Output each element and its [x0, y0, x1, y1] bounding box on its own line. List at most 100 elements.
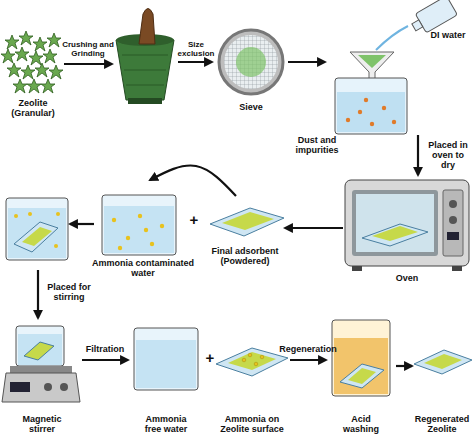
loaded-tray	[216, 348, 288, 376]
granule	[15, 47, 29, 61]
magnetic-stirrer	[2, 326, 80, 402]
ammonia-dot	[56, 212, 60, 216]
step-label: Regenerated Zeolite	[410, 414, 474, 434]
annotation-label: DI water	[424, 30, 472, 40]
ammonia-dot	[144, 228, 148, 232]
sieve-frame	[219, 30, 283, 94]
step-label: Acid washing	[338, 414, 384, 434]
beaker	[332, 320, 390, 396]
flow-arrow	[82, 359, 128, 361]
process-step: Ammonia contaminated water	[95, 180, 191, 278]
flow-arrow	[396, 365, 412, 367]
process-step: Oven	[343, 175, 471, 287]
granule	[7, 63, 21, 77]
granule	[49, 65, 63, 79]
process-step: Ammonia free water	[128, 322, 204, 440]
control-panel	[443, 190, 463, 256]
tray	[210, 208, 284, 236]
stirrer-base	[2, 373, 80, 402]
oven-tray	[362, 224, 428, 246]
stir-plate	[10, 366, 72, 373]
process-step: Dust and impurities	[325, 40, 425, 135]
process-step: Regenerated Zeolite	[412, 336, 472, 440]
tray	[340, 364, 384, 388]
step-label: Dust and impurities	[287, 135, 347, 155]
flow-arrow	[417, 135, 419, 175]
flow-arrow	[290, 359, 326, 361]
step-label: Final adsorbent (Powdered)	[205, 246, 285, 266]
ammonia-dot	[14, 214, 18, 218]
granule	[43, 49, 57, 63]
beaker-water	[18, 334, 62, 365]
impurity	[346, 118, 350, 122]
knob	[449, 216, 457, 224]
step-label: Sieve	[214, 102, 288, 112]
impurity	[370, 122, 374, 126]
plain-arrows	[38, 62, 212, 318]
mortar-bowl	[116, 40, 174, 100]
flow-arrow	[150, 165, 236, 196]
granule	[41, 79, 55, 93]
process-step: Acid washing	[326, 315, 396, 440]
adsorbent-tray	[210, 208, 284, 236]
granule	[47, 33, 61, 47]
ammonia-dot	[254, 362, 258, 366]
ammonia-dot	[28, 212, 32, 216]
powder	[22, 227, 52, 246]
powder	[222, 212, 274, 230]
tray	[14, 222, 58, 252]
tray	[414, 350, 472, 374]
flow-arrow	[70, 223, 94, 225]
step-label: Ammonia contaminated water	[92, 258, 194, 278]
granule	[35, 63, 49, 77]
washing-setup	[335, 0, 457, 134]
zeolite-granules	[1, 31, 63, 93]
beaker-water	[337, 92, 405, 132]
powder	[424, 354, 462, 369]
process-step: Ammonia on Zeolite surface	[214, 330, 290, 440]
impurity	[392, 120, 396, 124]
flow-arrow	[64, 63, 112, 65]
ammonia-dot	[138, 214, 142, 218]
annotation-label: +	[186, 212, 202, 228]
granule	[29, 51, 43, 65]
flow-arrow	[285, 227, 343, 229]
display	[10, 382, 30, 392]
tray	[216, 348, 288, 376]
knob	[449, 200, 457, 208]
step-label: Ammonia on Zeolite surface	[214, 414, 290, 434]
beaker-water	[8, 208, 66, 258]
connectors	[82, 62, 418, 366]
regenerated-tray	[414, 350, 472, 374]
oven-glass	[356, 194, 434, 252]
oven	[345, 180, 469, 271]
acid-liquid	[334, 338, 388, 394]
process-step: Sieve	[214, 26, 288, 118]
ammonia-dot	[54, 244, 58, 248]
granule	[27, 79, 41, 93]
beaker	[134, 328, 198, 390]
pestle	[139, 9, 155, 45]
process-step: Magnetic stirrer	[2, 322, 82, 440]
flow-arrow	[288, 61, 325, 63]
step-label: Magnetic stirrer	[12, 414, 72, 434]
impurity	[364, 98, 368, 102]
impurity	[382, 106, 386, 110]
annotation-label: +	[202, 350, 218, 366]
flow-arrow	[178, 61, 212, 63]
granule	[21, 65, 35, 79]
knob	[60, 383, 68, 391]
tray	[24, 342, 54, 360]
oven-foot	[352, 266, 362, 271]
oven-powder	[372, 226, 418, 241]
beaker	[6, 198, 68, 260]
granule	[33, 37, 47, 51]
sieved-powder	[236, 47, 266, 77]
ammonia-dot	[248, 353, 252, 357]
funnel-powder	[358, 55, 386, 68]
ammonia-dot	[160, 224, 164, 228]
mixed-beaker	[6, 198, 68, 260]
beaker-water	[136, 340, 196, 388]
edge-label: Regeneration	[278, 344, 338, 354]
mortar-base	[128, 98, 162, 104]
